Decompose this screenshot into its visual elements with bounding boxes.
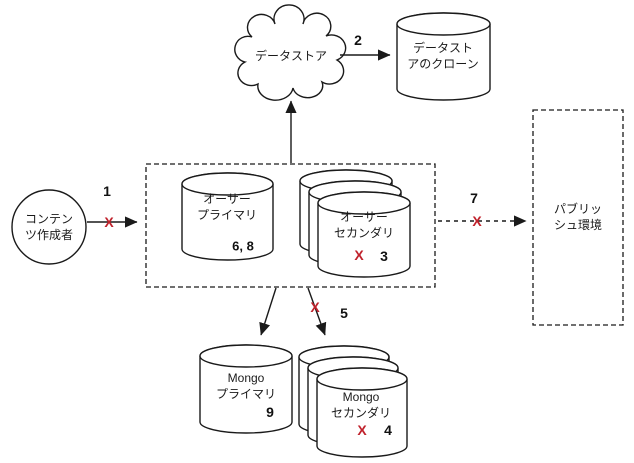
edge-step5-number: 5 [340,305,348,321]
mongo-secondary-stack [298,345,408,458]
edge-step1-fail-mark: X [104,214,114,230]
mongo-primary-cylinder [199,344,293,434]
content-creator-node [11,189,87,265]
publish-environment-box [532,109,624,326]
edge-step5-arrow [307,287,327,336]
datastore-clone-cylinder [396,12,491,101]
mongo-secondary-step-number: 4 [384,422,392,438]
author-primary-step-number: 6, 8 [232,238,254,254]
edge-step7-number: 7 [470,190,478,206]
mongo-primary-step-number: 9 [266,404,274,420]
author-environment-box [145,163,436,288]
edge-author-to-mongo-primary-arrow [259,287,277,336]
author-primary-cylinder [181,172,274,261]
edge-step5-fail-mark: X [310,299,320,315]
mongo-secondary-fail-mark: X [357,422,367,438]
author-secondary-fail-mark: X [354,247,364,263]
edge-step1-number: 1 [103,183,111,199]
datastore-cloud [234,4,347,101]
author-secondary-step-number: 3 [380,248,388,264]
edge-step7-fail-mark: X [472,213,482,229]
edge-step2-number: 2 [354,32,362,48]
author-secondary-stack [299,169,411,278]
